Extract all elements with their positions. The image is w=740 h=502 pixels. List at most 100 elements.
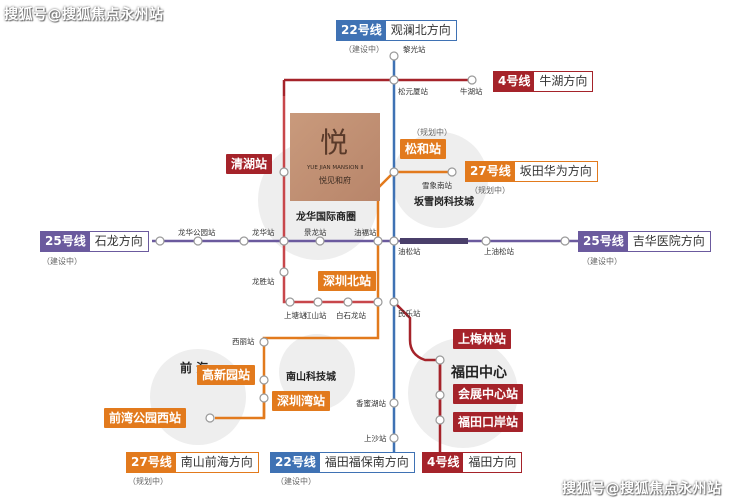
area-bantian: 坂雪岗科技城 — [414, 195, 474, 208]
station-dot-longsheng[interactable] — [279, 267, 289, 277]
badge-line4-north[interactable]: 4号线 牛湖方向 — [493, 71, 594, 92]
label-yousong: 油松站 — [398, 246, 421, 256]
station-dot-qinghu[interactable] — [279, 167, 289, 177]
badge-line22-north-dir: 观澜北方向 — [390, 23, 451, 37]
station-dot-xili[interactable] — [259, 337, 269, 347]
station-dot-xuexiangnan[interactable] — [447, 167, 457, 177]
station-dot-songyuansha[interactable] — [389, 75, 399, 85]
line-4-south-path — [393, 301, 442, 452]
logo-english: YUE JIAN MANSION Ⅱ — [306, 165, 364, 171]
badge-line22-north[interactable]: 22号线 观澜北方向 — [336, 20, 457, 41]
tag-qinghu[interactable]: 清湖站 — [226, 154, 273, 174]
badge-line4-north-dir: 牛湖方向 — [539, 74, 588, 88]
station-dot-shangtang[interactable] — [285, 297, 295, 307]
note-line22-north: （建设中） — [344, 45, 384, 54]
badge-line25-west-num: 25号线 — [41, 232, 90, 251]
badge-line25-east[interactable]: 25号线 吉华医院方向 — [578, 231, 711, 252]
label-longhua: 龙华站 — [252, 227, 275, 237]
label-liguang: 黎光站 — [403, 44, 426, 54]
station-dot-gaoxinyuan[interactable] — [259, 375, 269, 385]
note-line27-south: （规划中） — [128, 477, 168, 486]
station-dot-loop-25[interactable] — [279, 236, 289, 246]
badge-line25-west[interactable]: 25号线 石龙方向 — [40, 231, 149, 252]
station-dot-shangyousong[interactable] — [481, 236, 491, 246]
badge-line27-east-dir: 坂田华为方向 — [519, 164, 592, 178]
badge-line4-north-num: 4号线 — [494, 72, 535, 91]
station-dot-longhua-park[interactable] — [193, 236, 203, 246]
label-minle: 民乐站 — [398, 308, 421, 318]
station-dot-terminal-west[interactable] — [155, 236, 165, 246]
station-dot-baishilong[interactable] — [343, 297, 353, 307]
area-futian-center: 福田中心 — [451, 365, 507, 381]
label-xili: 西丽站 — [232, 336, 255, 346]
tag-shenzhen-north[interactable]: 深圳北站 — [318, 271, 377, 291]
badge-line27-east[interactable]: 27号线 坂田华为方向 — [465, 161, 598, 182]
tag-shangmeilin[interactable]: 上梅林站 — [453, 329, 512, 349]
station-dot-shenzhen-north[interactable] — [373, 297, 383, 307]
badge-line4-south-dir: 福田方向 — [468, 455, 517, 469]
badge-line25-east-num: 25号线 — [579, 232, 628, 251]
project-logo: 悦 YUE JIAN MANSION Ⅱ 悦见和府 — [290, 113, 380, 201]
station-dot-longhua[interactable] — [239, 236, 249, 246]
tag-gaoxinyuan[interactable]: 高新园站 — [197, 365, 256, 385]
station-dot-convention-center[interactable] — [435, 390, 445, 400]
badge-line4-south-num: 4号线 — [423, 453, 464, 472]
station-dot-qianwan-park-west[interactable] — [205, 413, 215, 423]
badge-line4-south[interactable]: 4号线 福田方向 — [422, 452, 523, 473]
station-dot-shangsha[interactable] — [389, 433, 399, 443]
badge-line27-east-num: 27号线 — [466, 162, 515, 181]
station-dot-liguang[interactable] — [389, 51, 399, 61]
tag-futian-port[interactable]: 福田口岸站 — [453, 412, 524, 432]
label-shangyousong: 上油松站 — [484, 246, 514, 256]
watermark-bottom-right: 搜狐号@搜狐焦点永州站 — [562, 481, 722, 497]
label-xuexiangnan: 雪象南站 — [422, 180, 452, 190]
label-xiangmihu: 香蜜湖站 — [356, 398, 386, 408]
station-dot-futian-port[interactable] — [435, 415, 445, 425]
label-longhua-park: 龙华公园站 — [178, 227, 216, 237]
note-line22-south: （建设中） — [276, 477, 316, 486]
tag-qianwan-park-west[interactable]: 前湾公园西站 — [104, 408, 187, 428]
tag-songhe[interactable]: 松和站 — [400, 139, 447, 159]
label-hongshan: 红山站 — [304, 310, 327, 320]
logo-chinese: 悦见和府 — [319, 176, 351, 185]
station-dot-songhe[interactable] — [389, 167, 399, 177]
label-songyuansha: 松元厦站 — [398, 86, 428, 96]
badge-line27-south[interactable]: 27号线 南山前海方向 — [126, 452, 259, 473]
watermark-top-left: 搜狐号@搜狐焦点永州站 — [4, 7, 164, 23]
label-baishilong: 白石龙站 — [336, 310, 366, 320]
station-dot-yousong[interactable] — [389, 236, 399, 246]
station-dot-shangmeilin[interactable] — [435, 355, 445, 365]
station-dot-youfu[interactable] — [373, 236, 383, 246]
badge-line22-south[interactable]: 22号线 福田福保南方向 — [270, 452, 415, 473]
logo-glyph: 悦 — [320, 126, 349, 159]
station-dot-niuhu[interactable] — [467, 75, 477, 85]
label-shangsha: 上沙站 — [364, 433, 387, 443]
station-dot-minle[interactable] — [389, 297, 399, 307]
badge-line27-south-dir: 南山前海方向 — [180, 455, 253, 469]
badge-line22-south-dir: 福田福保南方向 — [324, 455, 409, 469]
station-dot-jinglong[interactable] — [315, 236, 325, 246]
area-nanshan-tech: 南山科技城 — [286, 370, 336, 383]
badge-line22-north-num: 22号线 — [337, 21, 386, 40]
station-dot-shenzhenwan[interactable] — [259, 393, 269, 403]
label-jinglong: 景龙站 — [304, 227, 327, 237]
note-line27-east: （规划中） — [470, 186, 510, 195]
note-songhe: （规划中） — [412, 128, 452, 137]
note-line25-west: （建设中） — [42, 257, 82, 266]
badge-line25-west-dir: 石龙方向 — [94, 234, 143, 248]
line-4-north-path — [282, 78, 472, 96]
note-line25-east: （建设中） — [582, 257, 622, 266]
badge-line27-south-num: 27号线 — [127, 453, 176, 472]
area-longhua-cbd: 龙华国际商圈 — [295, 210, 356, 223]
station-dot-xiangmihu[interactable] — [389, 398, 399, 408]
label-niuhu: 牛湖站 — [460, 86, 483, 96]
station-dot-terminal-east[interactable] — [560, 236, 570, 246]
badge-line22-south-num: 22号线 — [271, 453, 320, 472]
transfer-band — [400, 238, 468, 244]
tag-convention-center[interactable]: 会展中心站 — [453, 384, 524, 404]
label-longsheng: 龙胜站 — [252, 276, 275, 286]
badge-line25-east-dir: 吉华医院方向 — [632, 234, 705, 248]
tag-shenzhenwan[interactable]: 深圳湾站 — [272, 391, 331, 411]
label-youfu: 油福站 — [354, 227, 377, 237]
station-dot-hongshan[interactable] — [313, 297, 323, 307]
